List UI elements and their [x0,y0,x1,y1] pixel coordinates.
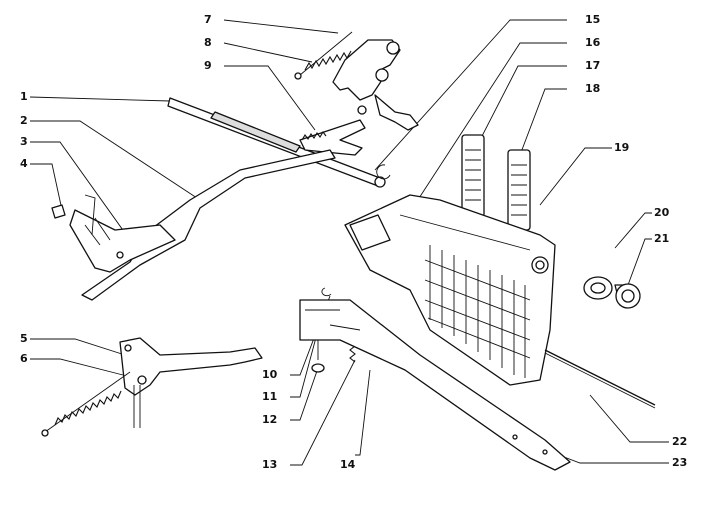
part-18-spring [507,149,531,231]
part-9-link [299,119,366,156]
callout-15: 15 [585,13,601,26]
part-19-frame [344,194,556,386]
callout-3: 3 [20,135,28,148]
callout-22: 22 [672,435,688,448]
callout-10: 10 [262,368,278,381]
callout-1: 1 [20,90,28,103]
part-20-ring [583,276,613,300]
callout-19: 19 [614,141,630,154]
part-23-bar [299,299,571,471]
callout-18: 18 [585,82,601,95]
callout-20: 20 [654,206,670,219]
part-6-spring [41,371,131,437]
part-1-rod [167,97,386,188]
part-21-roller [614,283,641,309]
part-5-lever [119,337,263,428]
part-2-lever [81,149,336,301]
part-3-bracket [69,209,176,273]
callout-16: 16 [585,36,601,49]
callout-12: 12 [262,413,278,426]
part-17-spring [461,134,485,218]
callout-14: 14 [340,458,356,471]
callout-6: 6 [20,352,28,365]
callout-8: 8 [204,36,212,49]
part-22-wire [544,349,656,409]
callout-7: 7 [204,13,212,26]
callout-11: 11 [262,390,278,403]
callout-9: 9 [204,59,212,72]
callout-13: 13 [262,458,278,471]
callout-2: 2 [20,114,28,127]
part-12-washer [311,363,325,373]
part-15-clip [376,164,391,180]
callout-23: 23 [672,456,688,469]
part-10-clip [321,287,332,297]
callout-4: 4 [20,157,28,170]
callout-21: 21 [654,232,670,245]
part-7-spring [294,31,353,80]
callout-17: 17 [585,59,601,72]
callout-5: 5 [20,332,28,345]
part-4-pin [51,194,96,236]
part-8-bracket [332,39,419,131]
